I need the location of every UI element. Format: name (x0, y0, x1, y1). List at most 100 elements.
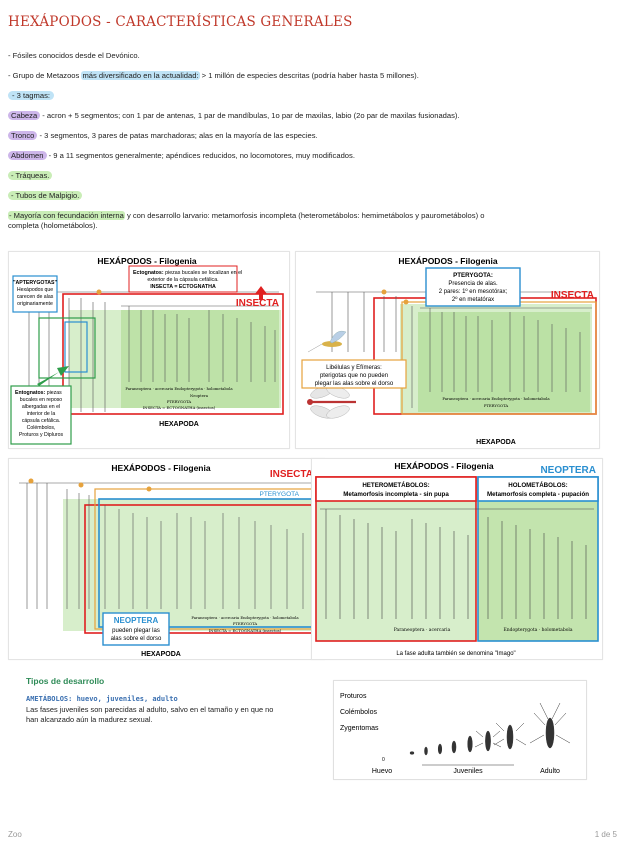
neoptera-block (121, 310, 279, 408)
libelulas-line: pterigotas que no pueden (320, 373, 388, 379)
phylogeny-figure-pterygota: HEXÁPODOS - Filogenia (295, 251, 600, 449)
phylogeny-tree-2: HEXÁPODOS - Filogenia (301, 256, 597, 446)
thorax-text: - 3 segmentos, 3 pares de patas marchado… (37, 131, 318, 140)
neoptera-label: NEOPTERA (540, 465, 596, 476)
bullet-group-highlight: más diversificado en la actualidad: (81, 71, 200, 80)
group-labels: Paraneoptera · acercaria Endopterygota ·… (191, 615, 299, 620)
malpighi-label: - Tubos de Malpigio. (8, 191, 83, 200)
entognatos-line: interior de la (27, 411, 56, 417)
pterygota-label: PTERYGOTA (260, 491, 300, 498)
apterygotas-bracket (64, 321, 88, 373)
insecta-label: INSECTA (270, 469, 313, 480)
bullet-abdomen: Abdomen - 9 a 11 segmentos generalmente;… (8, 151, 355, 161)
development-diagram: Proturos Colémbolos Zygentomas 0 Huevo J… (340, 693, 571, 775)
group-labels: Paraneoptera · acercaria Endopterygota ·… (442, 396, 550, 401)
apterygotas-title: "APTERYGOTAS" (13, 280, 57, 286)
entognatos-line: cápsula cefálica. (22, 418, 60, 424)
neoptera-info-title: NEOPTERA (114, 616, 159, 625)
endopterygota-label: Endopterygota · holometabola (503, 627, 572, 633)
imago-caption: La fase adulta también se denomina "Imag… (396, 651, 515, 657)
juveniles-label: Juveniles (453, 768, 483, 775)
pterygota-label: PTERYGOTA (484, 403, 509, 408)
pterygota-info-title: PTERYGOTA: (453, 272, 493, 279)
ectognatos-line2: exterior de la cápsula cefálica. (147, 277, 218, 283)
pterygota-footer-label: PTERYGOTA (233, 621, 258, 626)
entognatos-box (10, 385, 72, 445)
apterygotas-line: carecen de alas (17, 294, 54, 300)
pterygota-info-line: Presencia de alas. (448, 281, 498, 287)
huevo-label: Huevo (372, 768, 392, 775)
insecta-label: INSECTA (236, 298, 279, 309)
phylogeny-figure-metamorphosis: HEXÁPODOS - Filogenia NEOPTERA HETEROMET… (311, 458, 603, 660)
group-labels: Paraneoptera · acercaria Endopterygota ·… (125, 386, 233, 391)
hexapoda-label: HEXAPODA (141, 651, 181, 658)
apterygotas-box (12, 275, 58, 313)
hexapoda-label: HEXAPODA (159, 421, 199, 428)
tagmas-label: - 3 tagmas: (8, 91, 54, 100)
arrow-icon (37, 366, 69, 386)
pterygota-info-line: 2 pares: 1º en mesotórax; (439, 288, 508, 295)
footer-course: Zoo (8, 830, 22, 839)
figure-title: HEXÁPODOS - Filogenia (398, 256, 497, 266)
libelulas-box (301, 359, 407, 389)
bullet-malpighi: - Tubos de Malpigio. (8, 191, 83, 201)
neoptera-info-line: pueden plegar las (112, 628, 160, 634)
neoptera-info-line: alas sobre el dorso (111, 636, 162, 642)
ametabolos-text: Las fases juveniles son parecidas al adu… (26, 705, 274, 724)
phylogeny-figure-ectognatha: HEXÁPODOS - Filogenia (8, 251, 290, 449)
entognatos-line1: Entognatos: piezas (15, 390, 62, 396)
up-arrow-icon (255, 286, 267, 300)
heterometabolos-title: HETEROMETÁBOLOS: (362, 482, 429, 489)
node-marker (146, 486, 152, 492)
ametabolos-heading: AMETÁBOLOS: huevo, juveniles, adulto (26, 695, 178, 703)
tree-branches (19, 482, 315, 609)
libelulas-line: plegar las alas sobre el dorso (315, 381, 394, 387)
page-title: HEXÁPODOS - CARACTERÍSTICAS GENERALES (8, 14, 353, 30)
tracheae-label: - Tráqueas. (8, 171, 53, 180)
juvenile-silhouettes-icon (409, 717, 555, 756)
neoptera-label: Neoptera (190, 393, 209, 398)
bullet-thorax: Tronco - 3 segmentos, 3 pares de patas m… (8, 131, 318, 141)
phylogeny-figure-neoptera: HEXÁPODOS - Filogenia (8, 458, 325, 660)
phylogeny-tree-4: HEXÁPODOS - Filogenia NEOPTERA HETEROMET… (315, 461, 599, 657)
insecta-ecto-label: INSECTA = ECTOGNATHA (insectos) (209, 628, 282, 633)
tree-branches (316, 291, 592, 408)
figure-title: HEXÁPODOS - Filogenia (394, 461, 493, 471)
neoptera-block (418, 312, 590, 412)
entognatos-line: Proturos y Dipluros (19, 432, 64, 438)
dragonfly-icon (307, 385, 356, 419)
node-marker (381, 289, 387, 295)
tree-background (63, 499, 315, 631)
insecta-ecto-label: INSECTA = ECTOGNATHA (insectos) (143, 405, 216, 410)
pterygota-label: PTERYGOTA (167, 399, 192, 404)
proturos-label: Proturos (340, 693, 367, 700)
tree-branches (320, 508, 594, 619)
insect-legs-icon (474, 702, 571, 748)
bullet-fertilization: - Mayoría con fecundación interna y con … (8, 211, 484, 221)
fertilization-text: y con desarrollo larvario: metamorfosis … (124, 211, 485, 220)
head-label: Cabeza (8, 111, 41, 120)
entognatos-line: albergadas en el (22, 404, 60, 410)
figure-title: HEXÁPODOS - Filogenia (111, 463, 210, 473)
neoptera-info-box (102, 612, 170, 646)
node-marker (78, 482, 84, 488)
holometabolos-subtitle: Metamorfosis completa - pupación (487, 491, 589, 498)
bullet-head: Cabeza - acron + 5 segmentos; con 1 par … (8, 111, 460, 121)
figure-title: HEXÁPODOS - Filogenia (97, 256, 196, 266)
libelulas-line: Libélulas y Efímeras: (326, 365, 382, 371)
zero-label: 0 (382, 757, 385, 763)
bullet-group-suffix: > 1 millón de especies descritas (podría… (199, 71, 419, 80)
fertilization-highlight: - Mayoría con fecundación interna (8, 211, 125, 220)
pterygota-info-line: 2º en metatórax (452, 296, 494, 303)
bullet-group: - Grupo de Metazoos más diversificado en… (8, 71, 419, 81)
holometabolos-fill (478, 477, 598, 641)
phylogeny-tree-3: HEXÁPODOS - Filogenia (19, 463, 318, 658)
bullet-fertilization-cont: completa (holometábolos). (8, 221, 98, 230)
development-figure: Proturos Colémbolos Zygentomas 0 Huevo J… (333, 680, 587, 780)
bullet-tagmas: - 3 tagmas: (8, 91, 54, 101)
abdomen-label: Abdomen (8, 151, 47, 160)
insecta-box (62, 293, 284, 415)
thorax-label: Tronco (8, 131, 38, 140)
ectognatos-line3: INSECTA = ECTOGNATHA (150, 284, 216, 290)
apterygotas-line: Hexápodos que (17, 287, 53, 293)
